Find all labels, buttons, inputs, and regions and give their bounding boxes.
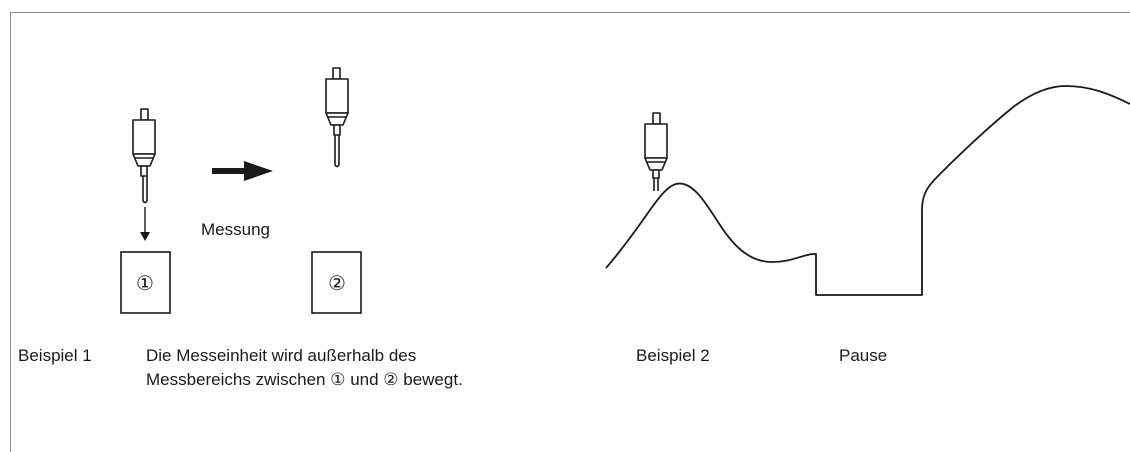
probe-example-2	[644, 112, 668, 191]
measurement-curve	[605, 85, 1130, 296]
probe-position-2	[325, 67, 349, 168]
frame-top-border	[10, 12, 1130, 13]
position-1-box	[120, 251, 171, 314]
position-2-box	[311, 251, 362, 314]
example-1-description-line-2: Messbereichs zwischen ① und ② bewegt.	[146, 370, 463, 389]
move-arrow	[212, 161, 273, 181]
descend-arrow	[140, 207, 150, 241]
example-2-label: Beispiel 2	[636, 346, 710, 365]
position-1-label: ①	[136, 273, 154, 295]
frame-left-border	[10, 12, 11, 452]
probe-position-1	[132, 108, 156, 204]
pause-label: Pause	[839, 346, 888, 365]
example-1-description-line-1: Die Messeinheit wird außerhalb des	[146, 346, 417, 365]
example-1-label: Beispiel 1	[18, 346, 92, 365]
measurement-label: Messung	[201, 220, 270, 239]
position-2-label: ②	[328, 273, 346, 295]
